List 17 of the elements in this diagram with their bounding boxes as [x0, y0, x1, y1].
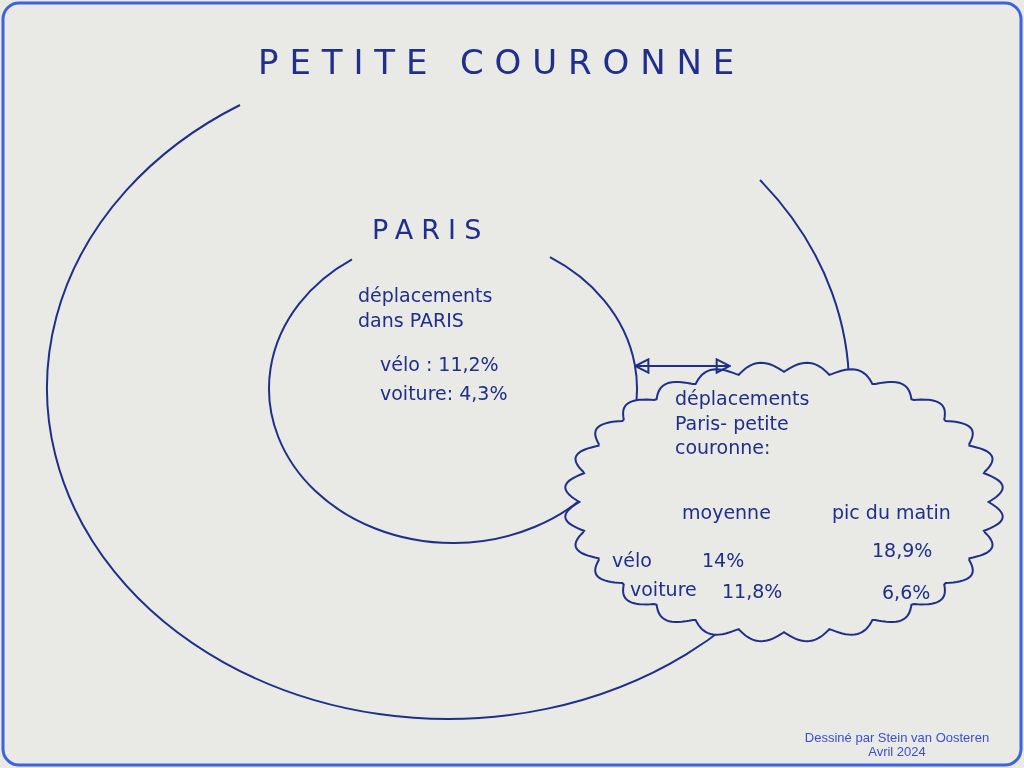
value-text: 11,8% [722, 579, 784, 604]
double-arrow [634, 358, 731, 374]
value-text: 14% [702, 548, 746, 573]
value-text: 6,6% [882, 580, 932, 605]
region-title: PARIS [372, 213, 491, 247]
column-header: moyenne [682, 500, 772, 525]
region-title: PETITE COURONNE [258, 41, 747, 84]
description-text: déplacements dans PARIS [358, 283, 494, 333]
column-header: pic du matin [832, 500, 952, 525]
value-text: 18,9% [872, 538, 934, 563]
credit-text: Dessiné par Stein van Oosteren [803, 731, 991, 746]
share-text: voiture: 4,3% [380, 381, 509, 406]
row-header: vélo [612, 548, 653, 573]
credit-text: Avril 2024 [868, 745, 927, 760]
share-text: vélo : 11,2% [380, 352, 500, 377]
row-header: voiture [630, 577, 698, 602]
description-text: déplacements Paris- petite couronne: [675, 386, 811, 461]
